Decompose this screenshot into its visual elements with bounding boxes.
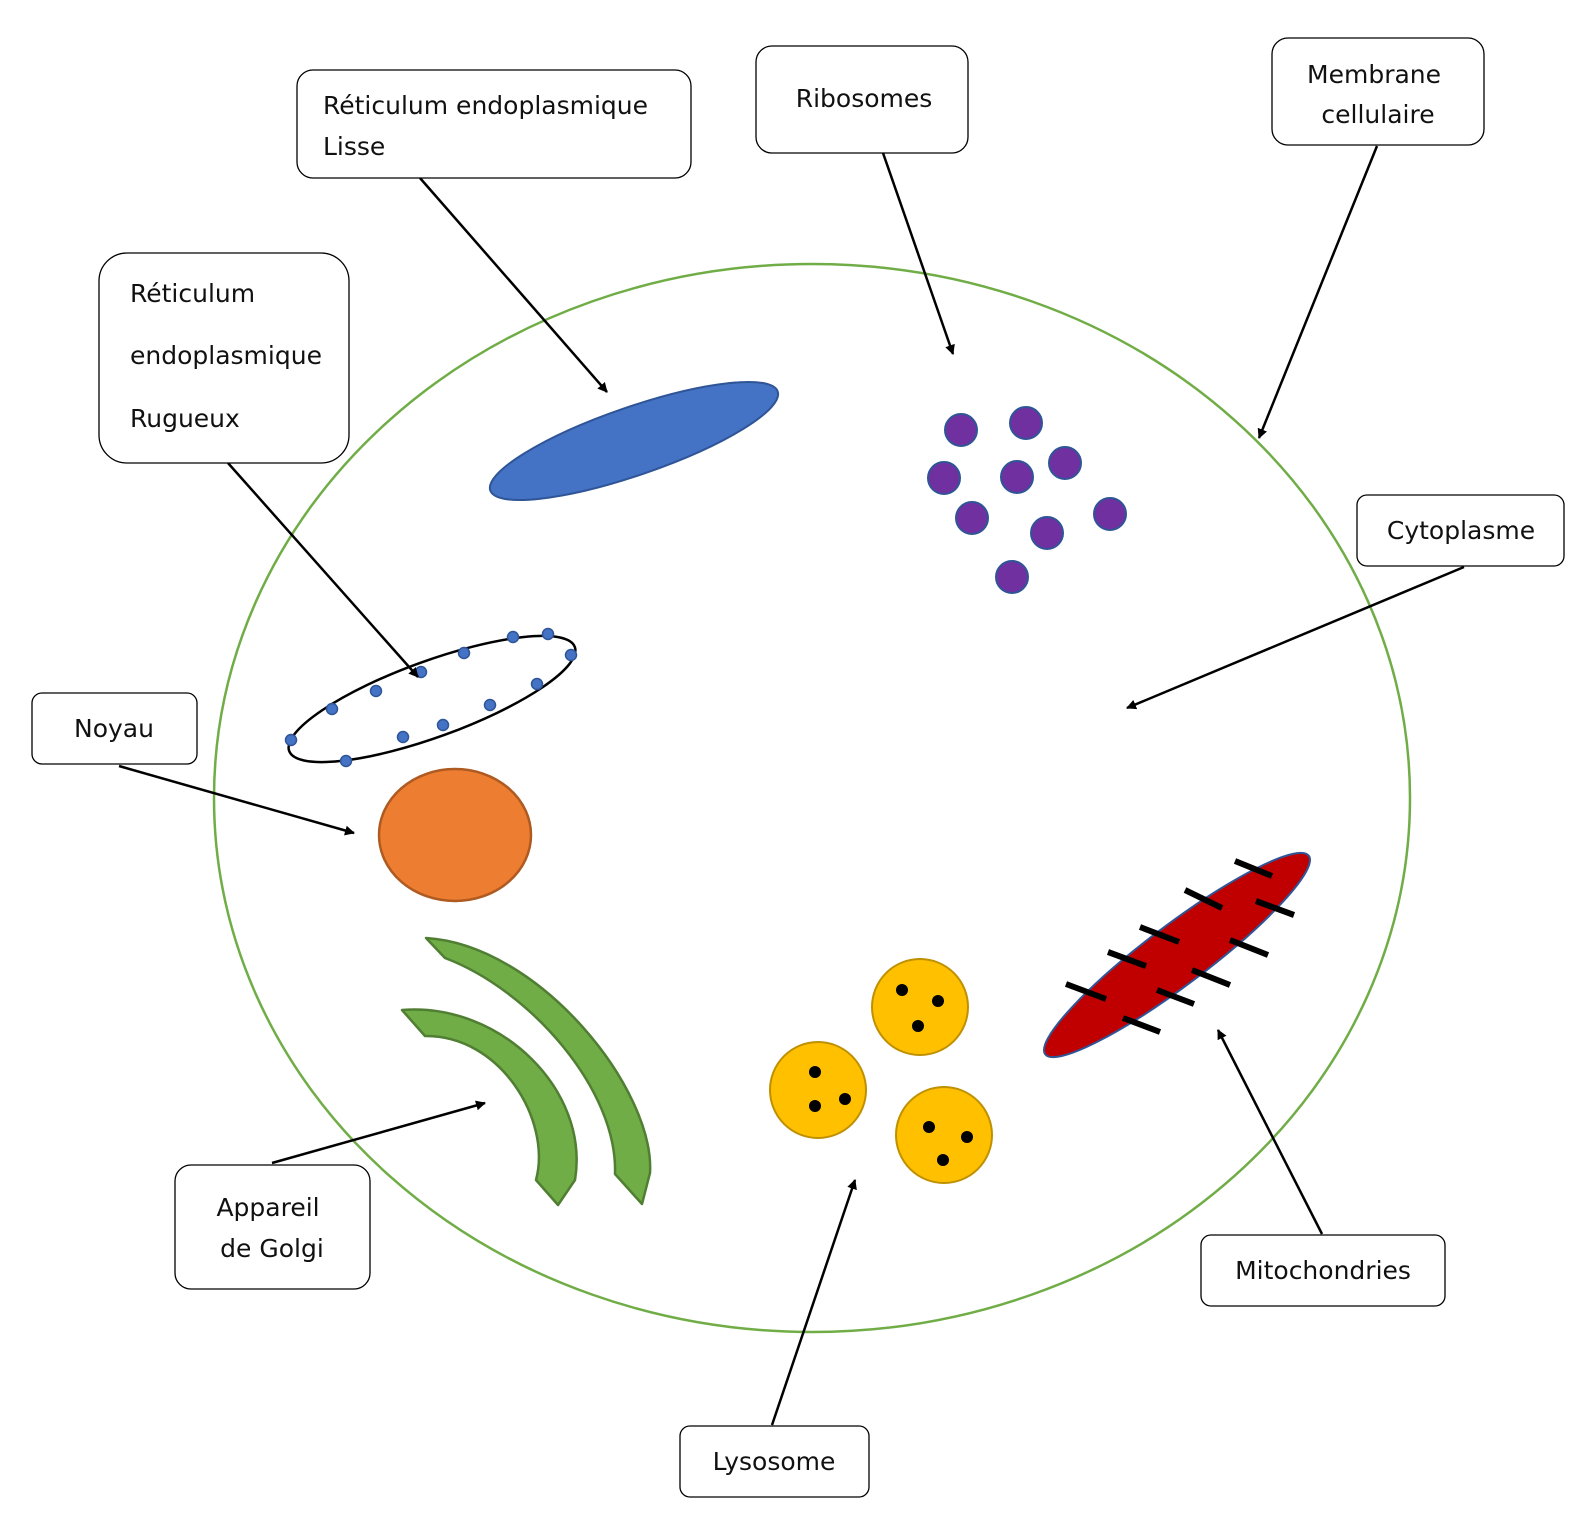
nucleus-shape xyxy=(377,767,533,903)
label-membrane: Membrane cellulaire xyxy=(1307,60,1449,129)
lysosome xyxy=(871,958,969,1056)
rer-ribosome xyxy=(436,718,450,732)
rer-ribosome xyxy=(506,630,520,644)
rer-ribosome xyxy=(457,646,471,660)
ribosome xyxy=(1000,460,1034,494)
label-box-ribosomes xyxy=(755,45,969,154)
smooth-er-shape xyxy=(488,380,780,502)
label-cytoplasme: Cytoplasme xyxy=(1387,516,1535,545)
label-mitochondries: Mitochondries xyxy=(1235,1256,1411,1285)
arrow-noyau xyxy=(118,764,355,836)
arrow-rel xyxy=(419,177,608,393)
label-box-mitochondries xyxy=(1200,1234,1446,1307)
rer-ribosome xyxy=(483,698,497,712)
label-rer: Réticulum endoplasmique Rugueux xyxy=(130,279,330,433)
arrow-rer xyxy=(227,462,419,678)
label-boxes xyxy=(31,37,1565,1498)
ribosomes-group xyxy=(927,406,1127,594)
ribosome xyxy=(1030,516,1064,550)
golgi-shape xyxy=(400,936,652,1207)
rer-ribosome xyxy=(396,730,410,744)
arrow-cytoplasme xyxy=(1126,565,1465,710)
label-box-membrane xyxy=(1271,37,1485,146)
label-box-rel xyxy=(296,69,692,179)
lysosomes-group xyxy=(769,958,993,1184)
label-lysosome: Lysosome xyxy=(713,1447,836,1476)
label-box-lysosome xyxy=(679,1425,870,1498)
rer-ribosome xyxy=(284,733,298,747)
ribosome xyxy=(1048,446,1082,480)
ribosome xyxy=(1009,406,1043,440)
rer-ribosome xyxy=(530,677,544,691)
label-box-rer xyxy=(98,252,350,464)
label-rel: Réticulum endoplasmique Lisse xyxy=(323,91,656,161)
golgi-cisterna-inner xyxy=(400,1008,578,1207)
ribosome xyxy=(944,413,978,447)
ribosome xyxy=(1093,497,1127,531)
label-box-golgi xyxy=(174,1164,371,1290)
lysosome xyxy=(769,1041,867,1139)
arrow-mitochondries xyxy=(1216,1029,1324,1235)
arrow-lysosome xyxy=(770,1179,857,1426)
mitochondria-shape xyxy=(1042,851,1312,1059)
label-box-cytoplasme xyxy=(1356,494,1565,567)
rough-er-shape xyxy=(284,627,578,768)
rer-ribosome xyxy=(325,702,339,716)
label-noyau: Noyau xyxy=(74,714,154,743)
lysosome xyxy=(895,1086,993,1184)
rer-ribosome xyxy=(339,754,353,768)
rer-ribosome xyxy=(564,648,578,662)
golgi-cisterna-outer xyxy=(424,936,652,1206)
ribosome xyxy=(927,461,961,495)
label-texts: Réticulum endoplasmique Lisse Ribosomes … xyxy=(74,60,1535,1476)
ribosome xyxy=(955,501,989,535)
rer-ribosome xyxy=(541,627,555,641)
cell-membrane xyxy=(212,262,1412,1334)
label-box-noyau xyxy=(31,692,198,765)
arrows xyxy=(118,145,1465,1426)
label-ribosomes: Ribosomes xyxy=(796,84,933,113)
arrow-golgi xyxy=(271,1100,486,1165)
ribosome xyxy=(995,560,1029,594)
rer-ribosome xyxy=(369,684,383,698)
arrow-membrane xyxy=(1257,145,1379,439)
label-golgi: Appareil de Golgi xyxy=(216,1193,327,1263)
arrow-ribosomes xyxy=(881,152,955,355)
